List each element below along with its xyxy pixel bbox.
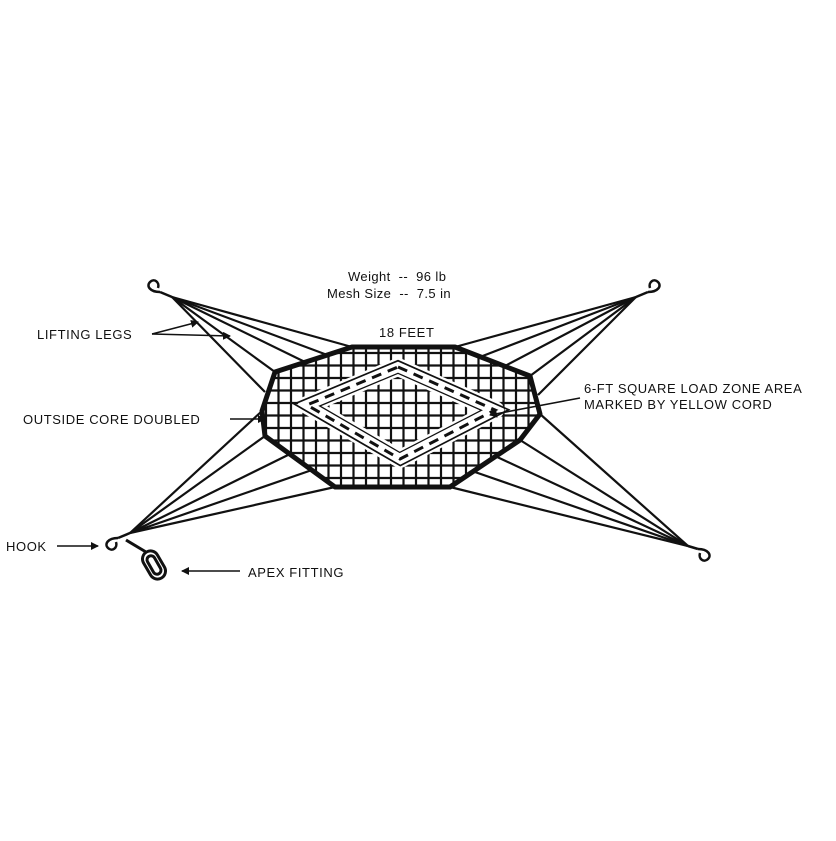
lifting-leg-line	[537, 296, 637, 396]
load-zone-marker	[292, 358, 511, 468]
load-zone-label-line2: MARKED BY YELLOW CORD	[584, 397, 772, 412]
outside-core-label: OUTSIDE CORE DOUBLED	[23, 412, 200, 427]
lifting-leg-line	[129, 453, 291, 534]
lifting-leg-line	[129, 485, 336, 535]
hook-top-left	[147, 279, 173, 299]
leader-lines	[57, 319, 581, 575]
lifting-leg-line	[129, 435, 266, 534]
lifting-leg-line	[519, 439, 689, 547]
weight-spec: Weight -- 96 lb	[348, 269, 446, 284]
hook-label: HOOK	[6, 539, 47, 554]
lifting-legs-label: LIFTING LEGS	[37, 327, 132, 342]
lifting-leg-line	[471, 469, 689, 548]
mesh-size-spec: Mesh Size -- 7.5 in	[327, 286, 451, 301]
width-label: 18 FEET	[379, 325, 435, 340]
outside-core-border	[259, 344, 543, 490]
lifting-leg-line	[129, 410, 263, 534]
hook-top-right	[635, 279, 661, 299]
apex-fitting-label: APEX FITTING	[248, 565, 344, 580]
lifting-leg-line	[129, 468, 313, 535]
lifting-leg-line	[171, 295, 353, 349]
hook-bottom-right	[687, 544, 711, 562]
apex-fitting-icon	[125, 538, 167, 581]
lifting-leg-line	[504, 296, 637, 367]
lifting-legs	[129, 295, 689, 548]
lifting-leg-line	[479, 295, 637, 359]
lifting-leg-line	[449, 485, 689, 548]
lifting-leg-line	[171, 295, 331, 358]
lifting-leg-line	[454, 295, 637, 349]
lifting-leg-line	[539, 413, 689, 547]
lifting-leg-line	[529, 296, 637, 377]
lifting-leg-line	[171, 296, 306, 363]
lifting-leg-line	[171, 296, 266, 393]
hook-bottom-left	[105, 531, 131, 551]
load-zone-label-line1: 6-FT SQUARE LOAD ZONE AREA	[584, 381, 802, 396]
lifting-leg-line	[494, 455, 689, 547]
